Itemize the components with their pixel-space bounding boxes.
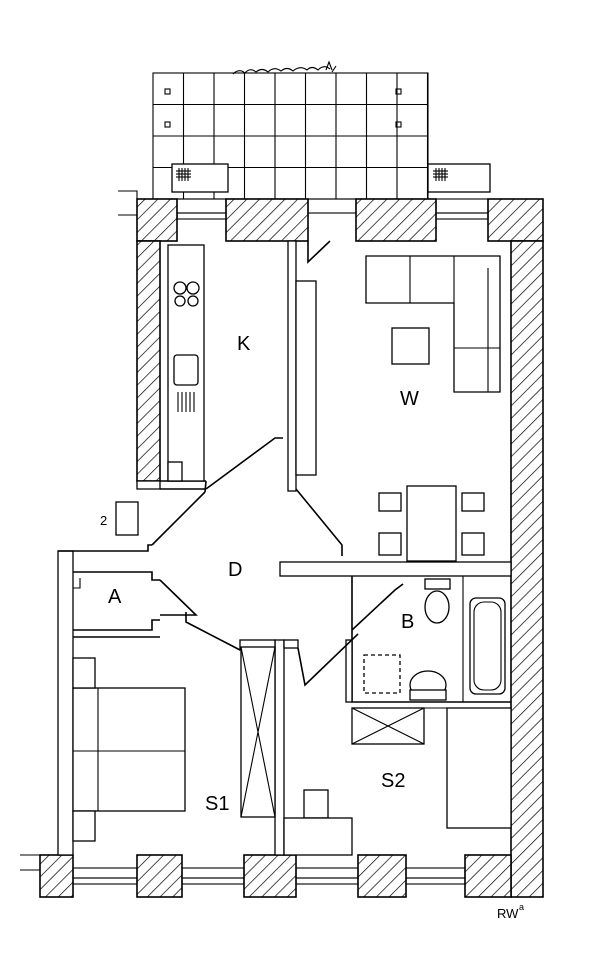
room-label-hall: D <box>228 559 242 581</box>
exterior-walls <box>39 198 544 898</box>
room-label-living: W <box>400 388 419 410</box>
room-label-storage: A <box>108 586 122 608</box>
tile-marker <box>164 121 171 128</box>
entrance-number: 2 <box>100 513 107 528</box>
room-label-bedroom2: S2 <box>381 770 405 792</box>
tile-marker <box>395 121 402 128</box>
balcony-drain-left <box>171 163 229 193</box>
balcony-plants <box>232 60 337 75</box>
living-furniture <box>295 255 501 562</box>
entrance-marker <box>115 501 139 536</box>
tile-marker <box>395 88 402 95</box>
room-label-kitchen: K <box>237 333 251 355</box>
windows <box>72 198 489 885</box>
author-mark-superscript: a <box>519 902 524 912</box>
bath-fixtures <box>363 578 506 701</box>
bedroom1-furniture <box>72 646 276 842</box>
balcony <box>152 60 491 200</box>
doors <box>151 240 404 687</box>
interior-walls <box>58 240 512 856</box>
kitchen-counter <box>167 244 205 482</box>
balcony-drain-right <box>427 163 491 193</box>
bedroom2-furniture <box>283 707 512 856</box>
tile-marker <box>164 88 171 95</box>
room-label-bath: B <box>401 611 414 633</box>
room-label-bedroom1: S1 <box>205 793 229 815</box>
terrace-ledge <box>20 190 138 871</box>
author-mark: RW <box>497 906 519 921</box>
